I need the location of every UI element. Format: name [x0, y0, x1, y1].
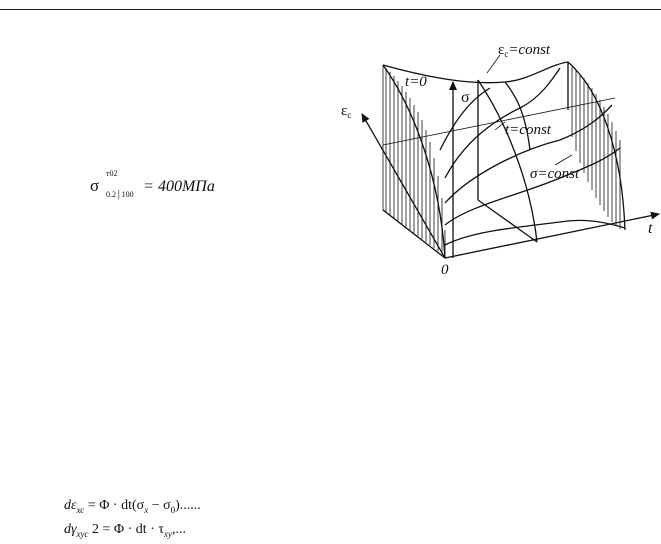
formula-value: = 400МПа: [143, 178, 215, 195]
sigma-curve-4: [439, 87, 491, 151]
mid-bottom-edge: [477, 199, 538, 243]
t-axis: [444, 211, 660, 259]
sigma-const-curves: [439, 67, 626, 246]
sigma-curve-3: [444, 67, 561, 179]
creep-formula-2: dγxyc 2 = Φ · dt · τxy,...: [64, 522, 186, 539]
label-t-const: t=const: [505, 122, 552, 138]
leader-eps-const: [486, 54, 501, 74]
label-sigma-const: σ=const: [530, 166, 580, 182]
t-const-curve: [504, 81, 531, 151]
left-bottom-edge: [382, 209, 446, 259]
top-edge-curve: [382, 61, 569, 84]
formula-superscript: т02: [106, 169, 118, 178]
hatch-left-lines: [385, 68, 443, 254]
right-edge-curve: [567, 61, 626, 231]
sigma-curve-low: [444, 219, 626, 246]
label-eps-const: εc=const: [498, 42, 551, 59]
label-origin: 0: [441, 262, 449, 278]
formula-sigma: σ: [90, 176, 100, 195]
eps-axis: [361, 113, 446, 259]
yield-stress-formula: σ т02 0.2│100 = 400МПа: [90, 169, 215, 199]
formula-subscript: 0.2│100: [106, 190, 134, 199]
label-sigma-axis: σ: [461, 89, 470, 106]
leader-sigma-const: [554, 154, 573, 166]
hatched-panels: [382, 64, 621, 259]
t-zero-curve: [382, 64, 446, 259]
creep-formula-1: dεхс = Φ · dt(σx − σ0)......: [64, 498, 201, 515]
sigma-curve-2: [444, 104, 613, 204]
header-rule: [0, 9, 661, 10]
label-eps-axis: εc: [341, 103, 351, 120]
hatch-right-lines: [567, 64, 621, 229]
sigma-curve-1: [444, 147, 621, 226]
mid-t-curve: [477, 79, 538, 243]
label-t-axis: t: [648, 220, 653, 237]
leader-t-const: [494, 121, 506, 131]
label-t-zero: t=0: [405, 74, 427, 90]
surface-outline: [382, 61, 626, 259]
diagonal-guide: [382, 97, 616, 146]
